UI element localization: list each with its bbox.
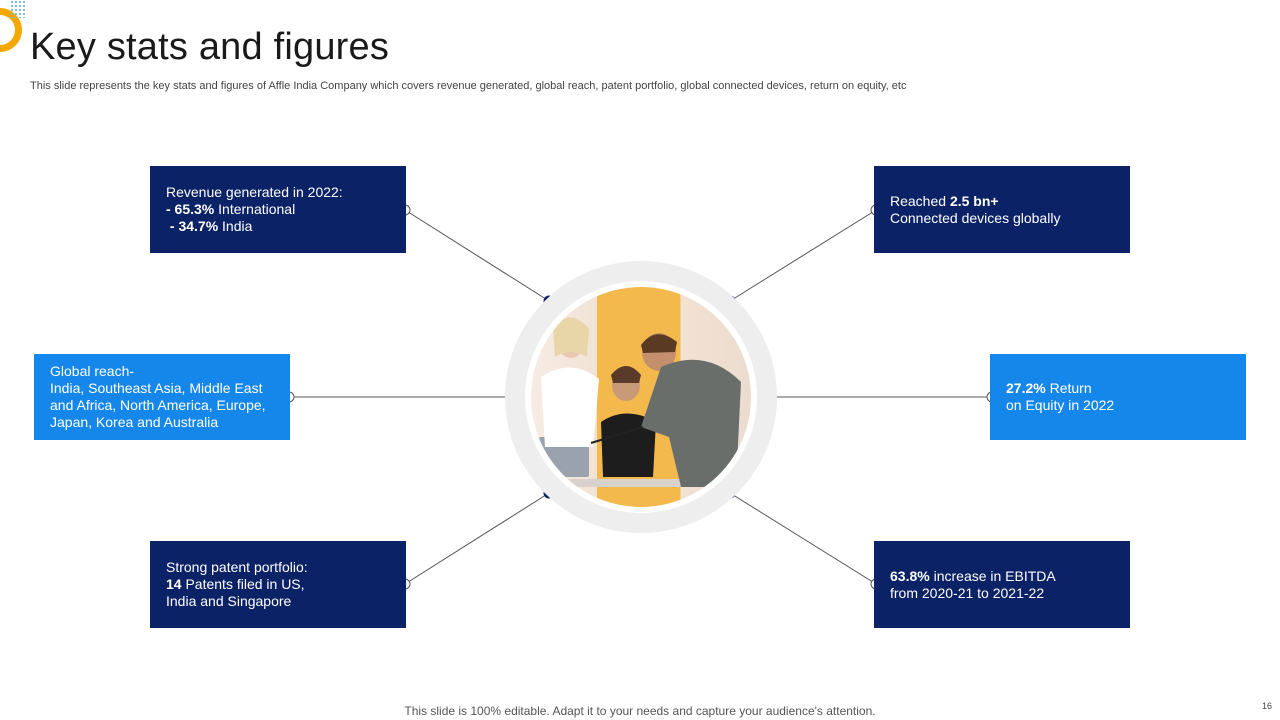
ebitda-line2: from 2020-21 to 2021-22	[890, 584, 1045, 601]
stat-box-global-reach: Global reach- India, Southeast Asia, Mid…	[34, 354, 290, 440]
reach-line4: Japan, Korea and Australia	[50, 414, 219, 430]
stat-box-ebitda: 63.8% increase in EBITDA from 2020-21 to…	[874, 541, 1130, 628]
devices-line2: Connected devices globally	[890, 209, 1061, 226]
page-title: Key stats and figures	[30, 26, 390, 68]
page-subtitle: This slide represents the key stats and …	[30, 80, 907, 92]
devices-line1: Reached 2.5 bn+	[890, 192, 999, 209]
roe-line2: on Equity in 2022	[1006, 397, 1115, 413]
stat-box-devices: Reached 2.5 bn+ Connected devices global…	[874, 166, 1130, 253]
stat-box-roe: 27.2% Return on Equity in 2022	[990, 354, 1246, 440]
stat-box-revenue: Revenue generated in 2022: - 65.3% Inter…	[150, 166, 406, 253]
revenue-heading: Revenue generated in 2022:	[166, 184, 343, 200]
footer-note: This slide is 100% editable. Adapt it to…	[404, 704, 876, 718]
reach-heading: Global reach-	[50, 363, 135, 379]
roe-line1: 27.2% Return	[1006, 380, 1092, 396]
reach-line3: and Africa, North America, Europe,	[50, 397, 266, 413]
team-photo	[531, 287, 751, 507]
ebitda-line1: 63.8% increase in EBITDA	[890, 567, 1056, 584]
stat-box-patent: Strong patent portfolio: 14 Patents file…	[150, 541, 406, 628]
page-number: 16	[1262, 701, 1273, 711]
revenue-india: - 34.7% India	[166, 218, 253, 234]
patent-count: 14 Patents filed in US,	[166, 576, 305, 592]
revenue-international: - 65.3% International	[166, 201, 296, 217]
team-illustration	[539, 317, 741, 487]
patent-line3: India and Singapore	[166, 593, 292, 609]
reach-line2: India, Southeast Asia, Middle East	[50, 380, 263, 396]
patent-heading: Strong patent portfolio:	[166, 559, 308, 575]
logo-dots-icon	[10, 0, 26, 18]
